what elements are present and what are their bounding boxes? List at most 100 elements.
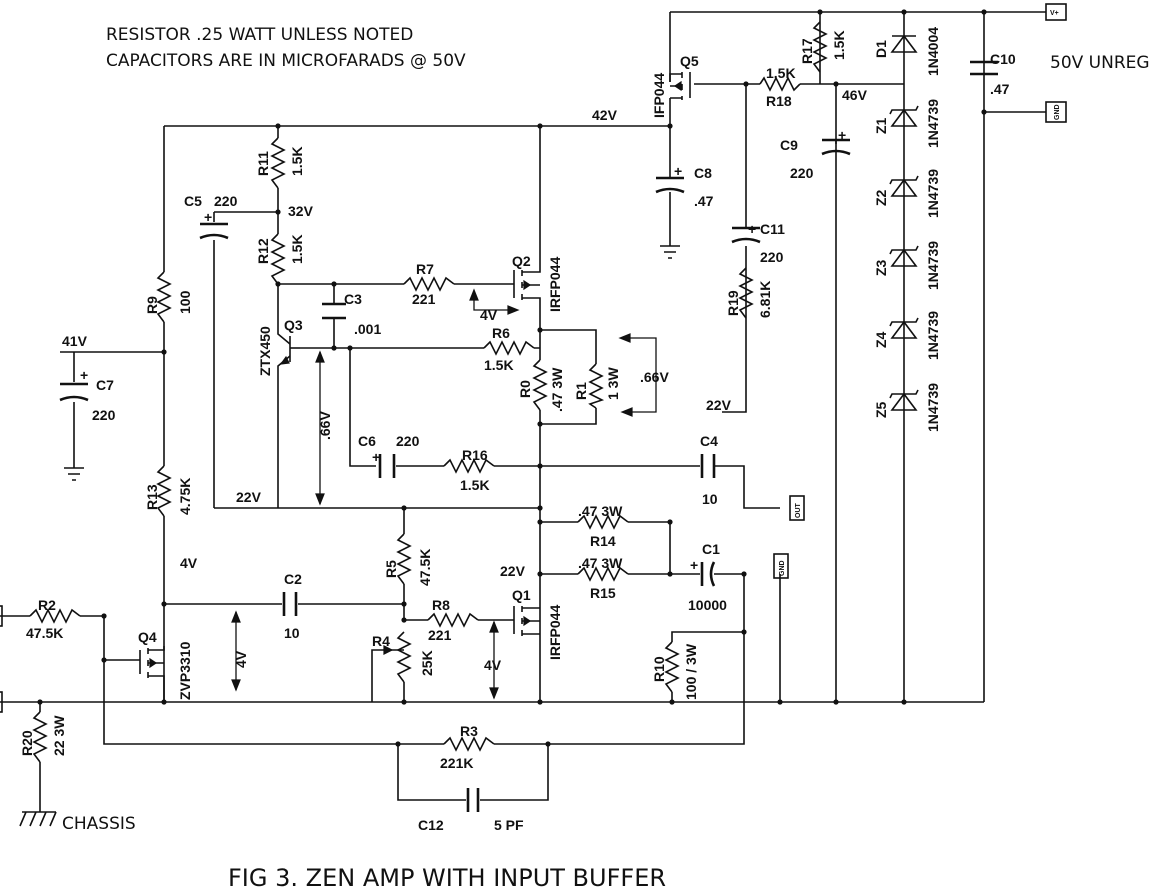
- svg-text:221: 221: [428, 627, 452, 643]
- resistor-r5: R5 47.5K: [383, 533, 433, 586]
- capacitor-c3: C3 .001: [322, 291, 381, 337]
- svg-text:R4: R4: [372, 633, 390, 649]
- svg-text:.47 3W: .47 3W: [549, 367, 565, 412]
- zener-z1: Z1 1N4739: [873, 99, 941, 148]
- terminal-input-ground: [0, 691, 3, 713]
- capacitor-c6: + C6 220: [358, 433, 420, 478]
- svg-text:.47: .47: [990, 81, 1010, 97]
- svg-text:C6: C6: [358, 433, 376, 449]
- svg-text:+: +: [690, 557, 698, 573]
- figure-title: FIG 3. ZEN AMP WITH INPUT BUFFER: [228, 864, 666, 892]
- svg-text:+: +: [372, 449, 380, 465]
- terminal-out: OUT: [789, 495, 805, 521]
- svg-text:R11: R11: [255, 151, 271, 176]
- svg-text:ZTX450: ZTX450: [257, 326, 273, 376]
- capacitor-c10: C10 .47: [970, 51, 1016, 97]
- svg-text:Z1: Z1: [873, 117, 889, 134]
- svg-text:ZVP3310: ZVP3310: [177, 641, 193, 700]
- resistor-r19: R19 6.81K: [725, 267, 773, 319]
- voltage-42v: 42V: [592, 107, 618, 123]
- voltage-22v-q1: 22V: [500, 563, 526, 579]
- transistor-q1: Q1 IRFP044: [512, 587, 563, 660]
- svg-text:R14: R14: [590, 533, 616, 549]
- terminal-input: [0, 605, 3, 627]
- voltage-22v-right: 22V: [706, 397, 732, 413]
- voltage-22v-left: 22V: [236, 489, 262, 505]
- svg-text:R12: R12: [255, 238, 271, 264]
- ground-symbol-c8: [660, 245, 680, 259]
- wiring: [0, 11, 1046, 812]
- svg-text:Z3: Z3: [873, 259, 889, 276]
- svg-text:+: +: [80, 367, 88, 383]
- voltage-32v: 32V: [288, 203, 314, 219]
- capacitor-c8: + C8 .47: [655, 163, 714, 209]
- svg-text:.001: .001: [354, 321, 381, 337]
- transistor-q2: Q2 IRFP044: [512, 253, 563, 312]
- voltage-4v-left: 4V: [180, 555, 198, 571]
- transistor-q3: Q3 ZTX450: [257, 317, 303, 376]
- svg-text:4V: 4V: [233, 650, 249, 668]
- svg-text:R15: R15: [590, 585, 616, 601]
- svg-text:D1: D1: [873, 40, 889, 58]
- svg-text:10000: 10000: [688, 597, 727, 613]
- terminal-gnd-top: GND: [1045, 101, 1067, 123]
- svg-text:C10: C10: [990, 51, 1016, 67]
- svg-text:IFP044: IFP044: [651, 73, 667, 118]
- svg-text:1N4739: 1N4739: [925, 241, 941, 290]
- resistor-r16: R16 1.5K: [443, 447, 495, 493]
- ground-symbol-c7: [64, 467, 84, 481]
- svg-text:5 PF: 5 PF: [494, 817, 524, 833]
- svg-text:Z2: Z2: [873, 189, 889, 206]
- svg-text:Z4: Z4: [873, 331, 889, 348]
- resistor-r9: R9 100: [144, 271, 193, 323]
- svg-text:R1: R1: [573, 382, 589, 400]
- svg-text:47.5K: 47.5K: [26, 625, 63, 641]
- svg-text:220: 220: [760, 249, 784, 265]
- svg-text:R8: R8: [432, 597, 450, 613]
- svg-text:4.75K: 4.75K: [177, 478, 193, 515]
- capacitor-c12: C12 5 PF: [418, 788, 524, 833]
- supply-label: 50V UNREG: [1050, 53, 1150, 73]
- svg-text:OUT: OUT: [795, 503, 802, 519]
- svg-text:.47 3W: .47 3W: [578, 555, 623, 571]
- svg-text:R7: R7: [416, 261, 434, 277]
- svg-text:.47: .47: [694, 193, 714, 209]
- resistor-r2: R2 47.5K: [26, 597, 81, 641]
- svg-text:1.5K: 1.5K: [460, 477, 490, 493]
- svg-text:22 3W: 22 3W: [51, 715, 67, 756]
- resistor-r7: R7 221: [403, 261, 455, 307]
- svg-text:V+: V+: [1050, 10, 1059, 17]
- terminal-vplus: V+: [1045, 3, 1067, 21]
- svg-text:GND: GND: [779, 560, 786, 576]
- capacitor-c1: + C1 10000: [688, 541, 727, 613]
- svg-text:1.5K: 1.5K: [766, 65, 796, 81]
- junction-dots: [37, 9, 987, 747]
- capacitor-c5: + C5 220: [184, 193, 238, 240]
- resistor-r15: .47 3W R15: [577, 555, 629, 601]
- capacitor-c9: + C9 220: [780, 127, 851, 181]
- terminal-gnd-out: GND: [773, 553, 789, 579]
- svg-text:.47 3W: .47 3W: [578, 503, 623, 519]
- voltage-arrow-q2: 4V: [469, 288, 520, 323]
- resistor-r17: R17 1.5K: [799, 21, 847, 73]
- svg-text:1N4739: 1N4739: [925, 383, 941, 432]
- svg-text:Q4: Q4: [138, 629, 157, 645]
- svg-text:4V: 4V: [484, 657, 502, 673]
- note-resistor-wattage: RESISTOR .25 WATT UNLESS NOTED: [106, 25, 413, 45]
- svg-text:R3: R3: [460, 723, 478, 739]
- svg-text:+: +: [838, 127, 846, 143]
- svg-text:4V: 4V: [480, 307, 498, 323]
- resistor-r4-pot: R4 25K: [372, 631, 435, 683]
- svg-text:R16: R16: [462, 447, 488, 463]
- svg-text:R20: R20: [19, 730, 35, 756]
- svg-text:C3: C3: [344, 291, 362, 307]
- svg-text:1.5K: 1.5K: [484, 357, 514, 373]
- svg-text:IRFP044: IRFP044: [547, 257, 563, 312]
- svg-text:6.81K: 6.81K: [757, 281, 773, 318]
- svg-text:1N4739: 1N4739: [925, 169, 941, 218]
- voltage-46v: 46V: [842, 87, 868, 103]
- svg-text:C2: C2: [284, 571, 302, 587]
- svg-text:GND: GND: [1054, 104, 1061, 120]
- svg-text:1.5K: 1.5K: [289, 234, 305, 264]
